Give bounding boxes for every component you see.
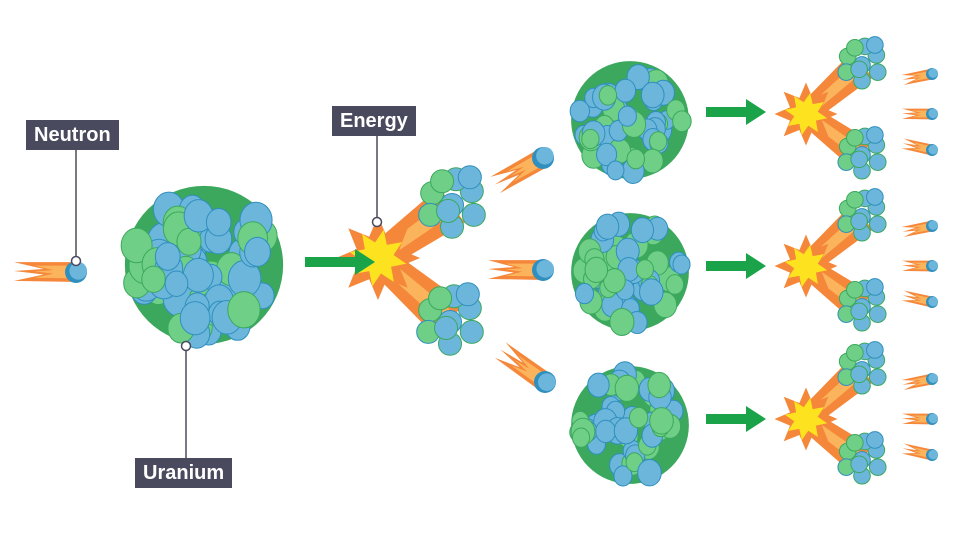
reaction-arrow-icon [706, 406, 766, 432]
nuclei [120, 36, 887, 487]
reaction-arrows [305, 99, 766, 432]
leader-dots [70, 216, 383, 352]
neutron-leader-line-dot [70, 255, 82, 267]
energy-leader-line-dot [371, 216, 383, 228]
neutrons [65, 68, 938, 461]
neutron-icon [926, 220, 938, 232]
fragment-nucleus-icon [837, 431, 887, 485]
reaction-arrow-icon [305, 249, 375, 275]
fragment-nucleus-icon [418, 165, 486, 239]
uranium-nucleus-icon [571, 211, 691, 336]
neutron-icon [534, 371, 556, 393]
fragment-nucleus-icon [837, 341, 887, 395]
neutron-icon [926, 108, 938, 120]
neutron-icon [532, 147, 554, 169]
uranium-leader-line-dot [180, 340, 192, 352]
energy-label: Energy [332, 106, 416, 136]
fragment-nucleus-icon [837, 126, 887, 180]
fragment-nucleus-icon [416, 282, 484, 356]
fragment-nucleus-icon [837, 188, 887, 242]
neutron-icon [65, 261, 87, 283]
neutron-icon [926, 373, 938, 385]
leader-lines [75, 136, 378, 458]
fragment-nucleus-icon [837, 278, 887, 332]
neutron-icon [926, 68, 938, 80]
uranium-nucleus-icon [569, 61, 692, 184]
neutron-icon [926, 413, 938, 425]
reaction-arrow-icon [706, 99, 766, 125]
neutron-label: Neutron [26, 120, 119, 150]
neutron-icon [926, 296, 938, 308]
neutron-icon [926, 260, 938, 272]
neutron-icon [532, 259, 554, 281]
reaction-arrow-icon [706, 253, 766, 279]
fragment-nucleus-icon [837, 36, 887, 90]
neutron-icon [926, 449, 938, 461]
neutron-icon [926, 144, 938, 156]
uranium-nucleus-icon [120, 185, 284, 349]
neutron-trails [14, 69, 931, 460]
uranium-label: Uranium [135, 458, 233, 488]
uranium-nucleus-icon [569, 361, 689, 487]
